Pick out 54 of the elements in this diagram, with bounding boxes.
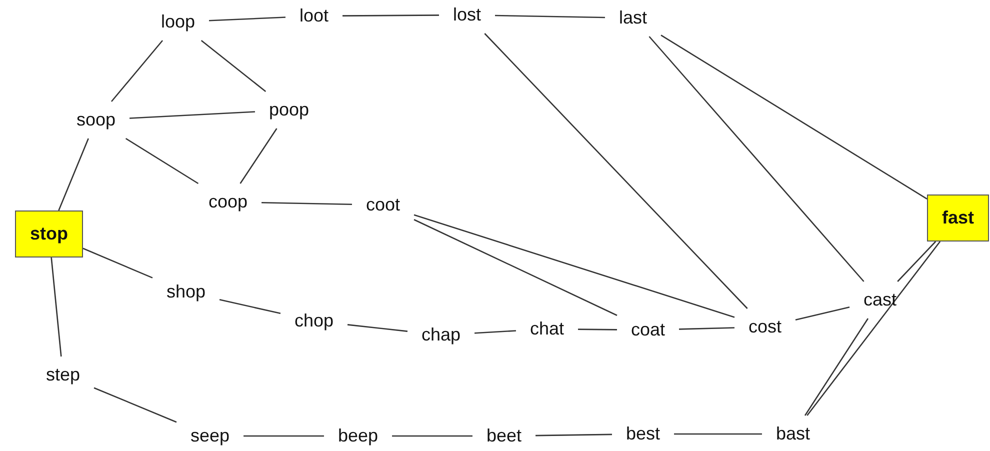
connector-line: [125, 138, 199, 184]
connector-line: [208, 16, 286, 22]
word-label: chop: [280, 302, 348, 340]
connector-line: [495, 14, 605, 18]
connector-line: [414, 219, 618, 316]
word-label: coat: [616, 312, 680, 348]
connector-line: [536, 434, 612, 436]
connector-line: [110, 40, 164, 102]
connector-line: [804, 318, 869, 416]
connector-line: [94, 387, 177, 423]
word-label: loot: [285, 0, 343, 34]
word-label: beet: [472, 418, 536, 451]
word-label: beep: [324, 418, 392, 451]
word-label: chat: [516, 310, 578, 348]
connector-line: [806, 241, 941, 416]
connector-line: [679, 327, 734, 330]
word-label: bast: [762, 416, 824, 451]
word-label: chap: [407, 316, 475, 354]
word-label: best: [612, 416, 674, 451]
connector-line: [648, 36, 864, 282]
connector-line: [240, 128, 278, 184]
connector-line: [897, 241, 936, 282]
connector-line: [347, 324, 408, 332]
connector-line: [130, 111, 255, 119]
connector-line: [244, 435, 324, 437]
connector-line: [392, 435, 472, 437]
word-label: soop: [62, 102, 130, 138]
word-label: coop: [194, 184, 262, 220]
word-label: cast: [850, 282, 910, 318]
connector-line: [342, 14, 439, 16]
connector-line: [58, 138, 89, 211]
connector-line: [82, 248, 153, 278]
connector-line: [262, 202, 352, 206]
connector-line: [578, 328, 617, 330]
connector-line: [484, 33, 748, 309]
highlighted-word-box: fast: [927, 194, 989, 242]
connector-line: [660, 34, 928, 200]
connector-line: [674, 433, 762, 435]
connector-line: [414, 214, 735, 318]
connector-line: [219, 298, 281, 314]
word-label: lost: [439, 0, 495, 34]
connector-line: [795, 306, 850, 320]
word-label: last: [605, 0, 661, 36]
connector-line: [474, 330, 516, 334]
word-label: cost: [734, 308, 796, 346]
connector-line: [50, 257, 62, 357]
word-label: shop: [152, 274, 220, 310]
word-label: poop: [254, 92, 324, 128]
highlighted-word-box: stop: [15, 210, 83, 258]
word-label: coot: [352, 186, 414, 224]
word-label: seep: [176, 418, 244, 451]
word-label: step: [32, 356, 94, 394]
word-label: loop: [146, 4, 210, 40]
connector-line: [200, 40, 266, 92]
